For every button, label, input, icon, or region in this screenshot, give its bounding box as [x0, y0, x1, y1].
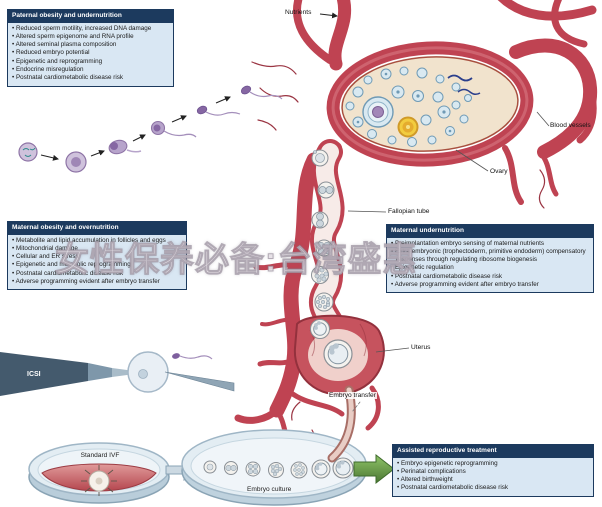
- paternal-obesity-box: Paternal obesity and undernutrition Redu…: [7, 9, 174, 87]
- list-item: Epigenetic and metabolic reprogramming: [12, 261, 182, 269]
- standard-ivf-dish: [28, 442, 170, 504]
- early-blastocyst: [310, 319, 330, 339]
- list-item: Embryo epigenetic reprogramming: [397, 460, 589, 468]
- list-item: Adverse programming evident after embryo…: [12, 278, 182, 286]
- nutrients-label: Nutrients: [285, 9, 312, 16]
- list-item: Endocrine misregulation: [12, 66, 169, 74]
- maternal-obesity-box: Maternal obesity and overnutrition Metab…: [7, 221, 187, 291]
- blood-vessels-label: Blood vessels: [550, 122, 591, 129]
- two-cell-embryo-2: [311, 211, 329, 229]
- sperm-sequence-arrows: [40, 96, 231, 161]
- list-item: Adverse programming evident after embryo…: [391, 281, 589, 289]
- four-cell-embryo: [315, 239, 333, 257]
- maternal-undernutrition-box-title: Maternal undernutrition: [387, 225, 593, 238]
- ovary-vein-squiggles: [447, 74, 481, 96]
- maternal-undernutrition-box: Maternal undernutrition Preimplantation …: [386, 224, 594, 294]
- art-box-title: Assisted reproductive treatment: [393, 445, 593, 458]
- list-item: Postnatal cardiometabolic disease risk: [12, 270, 182, 278]
- list-item: Postnatal cardiometabolic disease risk: [397, 484, 589, 492]
- list-item: Epigenetic regulation: [391, 264, 589, 272]
- list-item: Mitochondrial damage: [12, 245, 182, 253]
- two-cell-embryo: [317, 181, 335, 199]
- ivf-sperm-radiating: [81, 465, 117, 496]
- list-item: Postnatal cardiometabolic disease risk: [391, 273, 589, 281]
- list-item: Extra-embryonic (trophectoderm, primitiv…: [391, 248, 589, 265]
- list-item: Cellular and ER stress: [12, 253, 182, 261]
- maternal-undernutrition-box-list: Preimplantation embryo sensing of matern…: [387, 238, 593, 293]
- morula: [314, 292, 334, 312]
- ovary-label: Ovary: [490, 168, 508, 175]
- paternal-box-title: Paternal obesity and undernutrition: [8, 10, 173, 23]
- spermatogonium: [18, 142, 38, 162]
- embryo-stages: [310, 149, 353, 369]
- maternal-obesity-box-list: Metabolite and lipid accumulation in fol…: [8, 235, 186, 290]
- list-item: Metabolite and lipid accumulation in fol…: [12, 237, 182, 245]
- dominant-follicle: [362, 96, 394, 128]
- eight-cell-embryo: [311, 266, 329, 284]
- oocyte: [127, 351, 169, 393]
- uterus-label: Uterus: [411, 344, 431, 351]
- icsi-sperm: [172, 353, 213, 360]
- embryo-culture-label: Embryo culture: [247, 486, 292, 493]
- corpus-luteum: [397, 116, 419, 138]
- maternal-obesity-box-title: Maternal obesity and overnutrition: [8, 222, 186, 235]
- ovary-graphic: [326, 41, 534, 167]
- sperm-mature: [240, 85, 283, 100]
- zygote: [311, 149, 329, 167]
- holding-pipette: [0, 352, 88, 396]
- spermatocyte: [65, 151, 87, 173]
- list-item: Reduced embryo potential: [12, 49, 169, 57]
- embryo-culture-dish: [181, 429, 367, 506]
- sperm-development-sequence: [18, 85, 283, 173]
- icsi-label: ICSI: [27, 371, 41, 378]
- blastocyst-implanting: [323, 339, 353, 369]
- fallopian-tube-label: Fallopian tube: [388, 208, 430, 215]
- icsi-illustration: [0, 351, 235, 396]
- list-item: Preimplantation embryo sensing of matern…: [391, 240, 589, 248]
- nutrients-arrow: [319, 12, 338, 19]
- art-box-list: Embryo epigenetic reprogramming Perinata…: [393, 458, 593, 496]
- list-item: Perinatal complications: [397, 468, 589, 476]
- injection-needle: [164, 371, 235, 392]
- sperm-immature: [196, 105, 241, 116]
- list-item: Epigenetic and reprogramming: [12, 58, 169, 66]
- cultured-embryos: [203, 457, 354, 479]
- list-item: Altered seminal plasma composition: [12, 41, 169, 49]
- list-item: Altered birthweight: [397, 476, 589, 484]
- spermatid: [108, 139, 142, 155]
- list-item: Altered sperm epigenome and RNA profile: [12, 33, 169, 41]
- list-item: Reduced sperm motility, increased DNA da…: [12, 25, 169, 33]
- list-item: Postnatal cardiometabolic disease risk: [12, 74, 169, 82]
- elongating-spermatid: [150, 120, 197, 138]
- standard-ivf-label: Standard IVF: [80, 452, 120, 459]
- art-arrow-icon: [353, 453, 395, 485]
- embryo-transfer-label: Embryo transfer: [328, 392, 377, 399]
- paternal-box-list: Reduced sperm motility, increased DNA da…: [8, 23, 173, 86]
- label-leader-lines: [347, 111, 550, 353]
- assisted-reproductive-treatment-box: Assisted reproductive treatment Embryo e…: [392, 444, 594, 497]
